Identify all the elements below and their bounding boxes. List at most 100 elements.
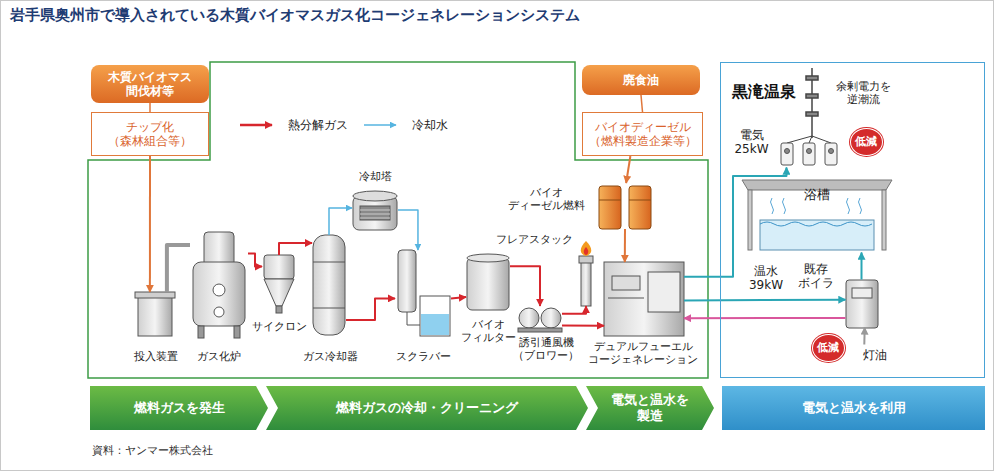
- gasifier: ガス化炉: [190, 232, 248, 340]
- onsen-panel: 黒滝温泉電気 25kW低減浴槽既存 ボイラ低減灯油: [720, 62, 985, 378]
- meters-part: [785, 149, 790, 154]
- cogeneration-unit-part: [604, 262, 684, 336]
- utility-pole-part: [787, 136, 812, 143]
- caption: 資料：ヤンマー株式会社: [92, 444, 213, 457]
- blower-part: [518, 328, 562, 332]
- gasifier-part: [193, 262, 245, 326]
- legend-line-sample: [362, 119, 406, 131]
- bio-filter: [467, 254, 509, 310]
- annotation: 温水 39kW: [746, 264, 786, 293]
- input-device-part: [135, 292, 175, 298]
- boiler: 既存 ボイラ: [846, 280, 878, 328]
- node-heading: 既存 ボイラ: [790, 262, 842, 291]
- gasifier-part: [234, 326, 240, 338]
- meters-part: [781, 143, 793, 165]
- cogeneration-unit-part: [612, 276, 640, 290]
- node-heading: ガス化炉: [184, 350, 254, 363]
- legend-item: 熱分解ガス: [238, 118, 348, 132]
- cooling-tower-part: [360, 210, 390, 211]
- biodiesel-tanks-part: [599, 200, 621, 201]
- bio-filter: バイオ フィルター: [466, 255, 510, 311]
- flare-stack: フレアスタック: [577, 240, 595, 306]
- flare-stack-part: [584, 247, 589, 255]
- gasifier-part: [214, 307, 224, 317]
- node-text: 浴槽: [804, 187, 830, 203]
- node-heading: 冷却塔: [346, 170, 404, 183]
- node-heading: サイクロン: [246, 320, 312, 333]
- meters-part: [807, 149, 812, 154]
- biodiesel-tanks: [599, 186, 651, 229]
- cogeneration-unit-part: [648, 272, 680, 312]
- meters-part: [829, 149, 834, 154]
- cyclone-part: [264, 279, 294, 306]
- boiler-part: [846, 280, 878, 328]
- reduction-badge: 低減: [850, 128, 883, 156]
- green-region: [88, 62, 708, 378]
- cooling-tower: [353, 191, 397, 230]
- flow-connector: [562, 306, 586, 314]
- gasifier: [193, 232, 245, 338]
- cogeneration-unit-part: [608, 298, 644, 299]
- band-fill: [266, 386, 588, 430]
- band-fill: [722, 386, 985, 430]
- blower-part: [519, 308, 539, 328]
- stage-band: 電気と温水を利用: [722, 386, 985, 430]
- node-heading: バイオ フィルター: [452, 318, 524, 344]
- scrubber-part: [420, 296, 450, 336]
- flow-connector: [149, 103, 151, 112]
- flare-stack-part: [581, 241, 592, 256]
- source-pill: 木質バイオマス 間伐材等: [91, 65, 209, 103]
- node-text: 電気と温水を 製造: [600, 392, 700, 423]
- node-heading: フレアスタック: [494, 233, 574, 246]
- bath-part: [748, 190, 752, 250]
- node-heading: 電気 25kW: [728, 128, 776, 157]
- scrubber: [398, 250, 450, 336]
- green-region-part: [88, 62, 708, 378]
- flow-connector: [279, 243, 312, 255]
- flow-connector: [510, 266, 540, 306]
- node-text: 低減: [817, 341, 839, 354]
- meters: [781, 143, 837, 165]
- utility-pole-part: [806, 112, 818, 116]
- legend-item: 冷却水: [362, 118, 448, 132]
- node-heading: 投入装置: [118, 350, 193, 363]
- bath: [742, 180, 892, 250]
- band-fill: [90, 386, 268, 430]
- node-text: 燃料ガスの冷却・クリーニング: [336, 400, 518, 416]
- flow-connector: [684, 168, 786, 277]
- stage-band: 燃料ガスを発生: [90, 386, 268, 430]
- meters-part: [825, 143, 837, 165]
- input-device: [135, 292, 175, 336]
- band-fill: [586, 386, 714, 430]
- flow-connector: [624, 229, 626, 262]
- flow-connector: [398, 210, 418, 250]
- node-text: 木質バイオマス 間伐材等: [104, 70, 196, 99]
- flare-stack-part: [579, 256, 593, 263]
- flow-connector: [684, 299, 846, 302]
- flare-stack: [579, 241, 593, 306]
- utility-pole-part: [806, 94, 818, 98]
- utility-pole-part: [812, 136, 831, 143]
- stage-band: 電気と温水を 製造: [586, 386, 714, 430]
- cogeneration-unit: [604, 262, 684, 336]
- boiler: [846, 280, 878, 328]
- cogeneration-unit: デュアルフューエル コージェネレーション: [604, 262, 684, 336]
- process-box: チップ化 （森林組合等）: [91, 112, 209, 156]
- biodiesel-tanks-part: [629, 186, 651, 229]
- node-heading: デュアルフューエル コージェネレーション: [582, 340, 704, 366]
- node-text: 低減: [855, 135, 877, 148]
- cooling-tower-part: [360, 214, 390, 215]
- stage-band: 燃料ガスの冷却・クリーニング: [266, 386, 588, 430]
- annotation: 余剰電力を 逆潮流: [826, 80, 900, 106]
- legend-arrow: [364, 124, 396, 126]
- utility-pole: [787, 68, 831, 143]
- node-heading: バイオ ディーゼル燃料: [500, 186, 592, 212]
- cyclone: [264, 255, 294, 313]
- fuel-tanks: バイオ ディーゼル燃料: [597, 183, 653, 229]
- bath-part: [882, 190, 886, 250]
- meters-part: [803, 143, 815, 165]
- boiler-part: [852, 288, 872, 298]
- kerosene-label: 灯油: [858, 345, 892, 366]
